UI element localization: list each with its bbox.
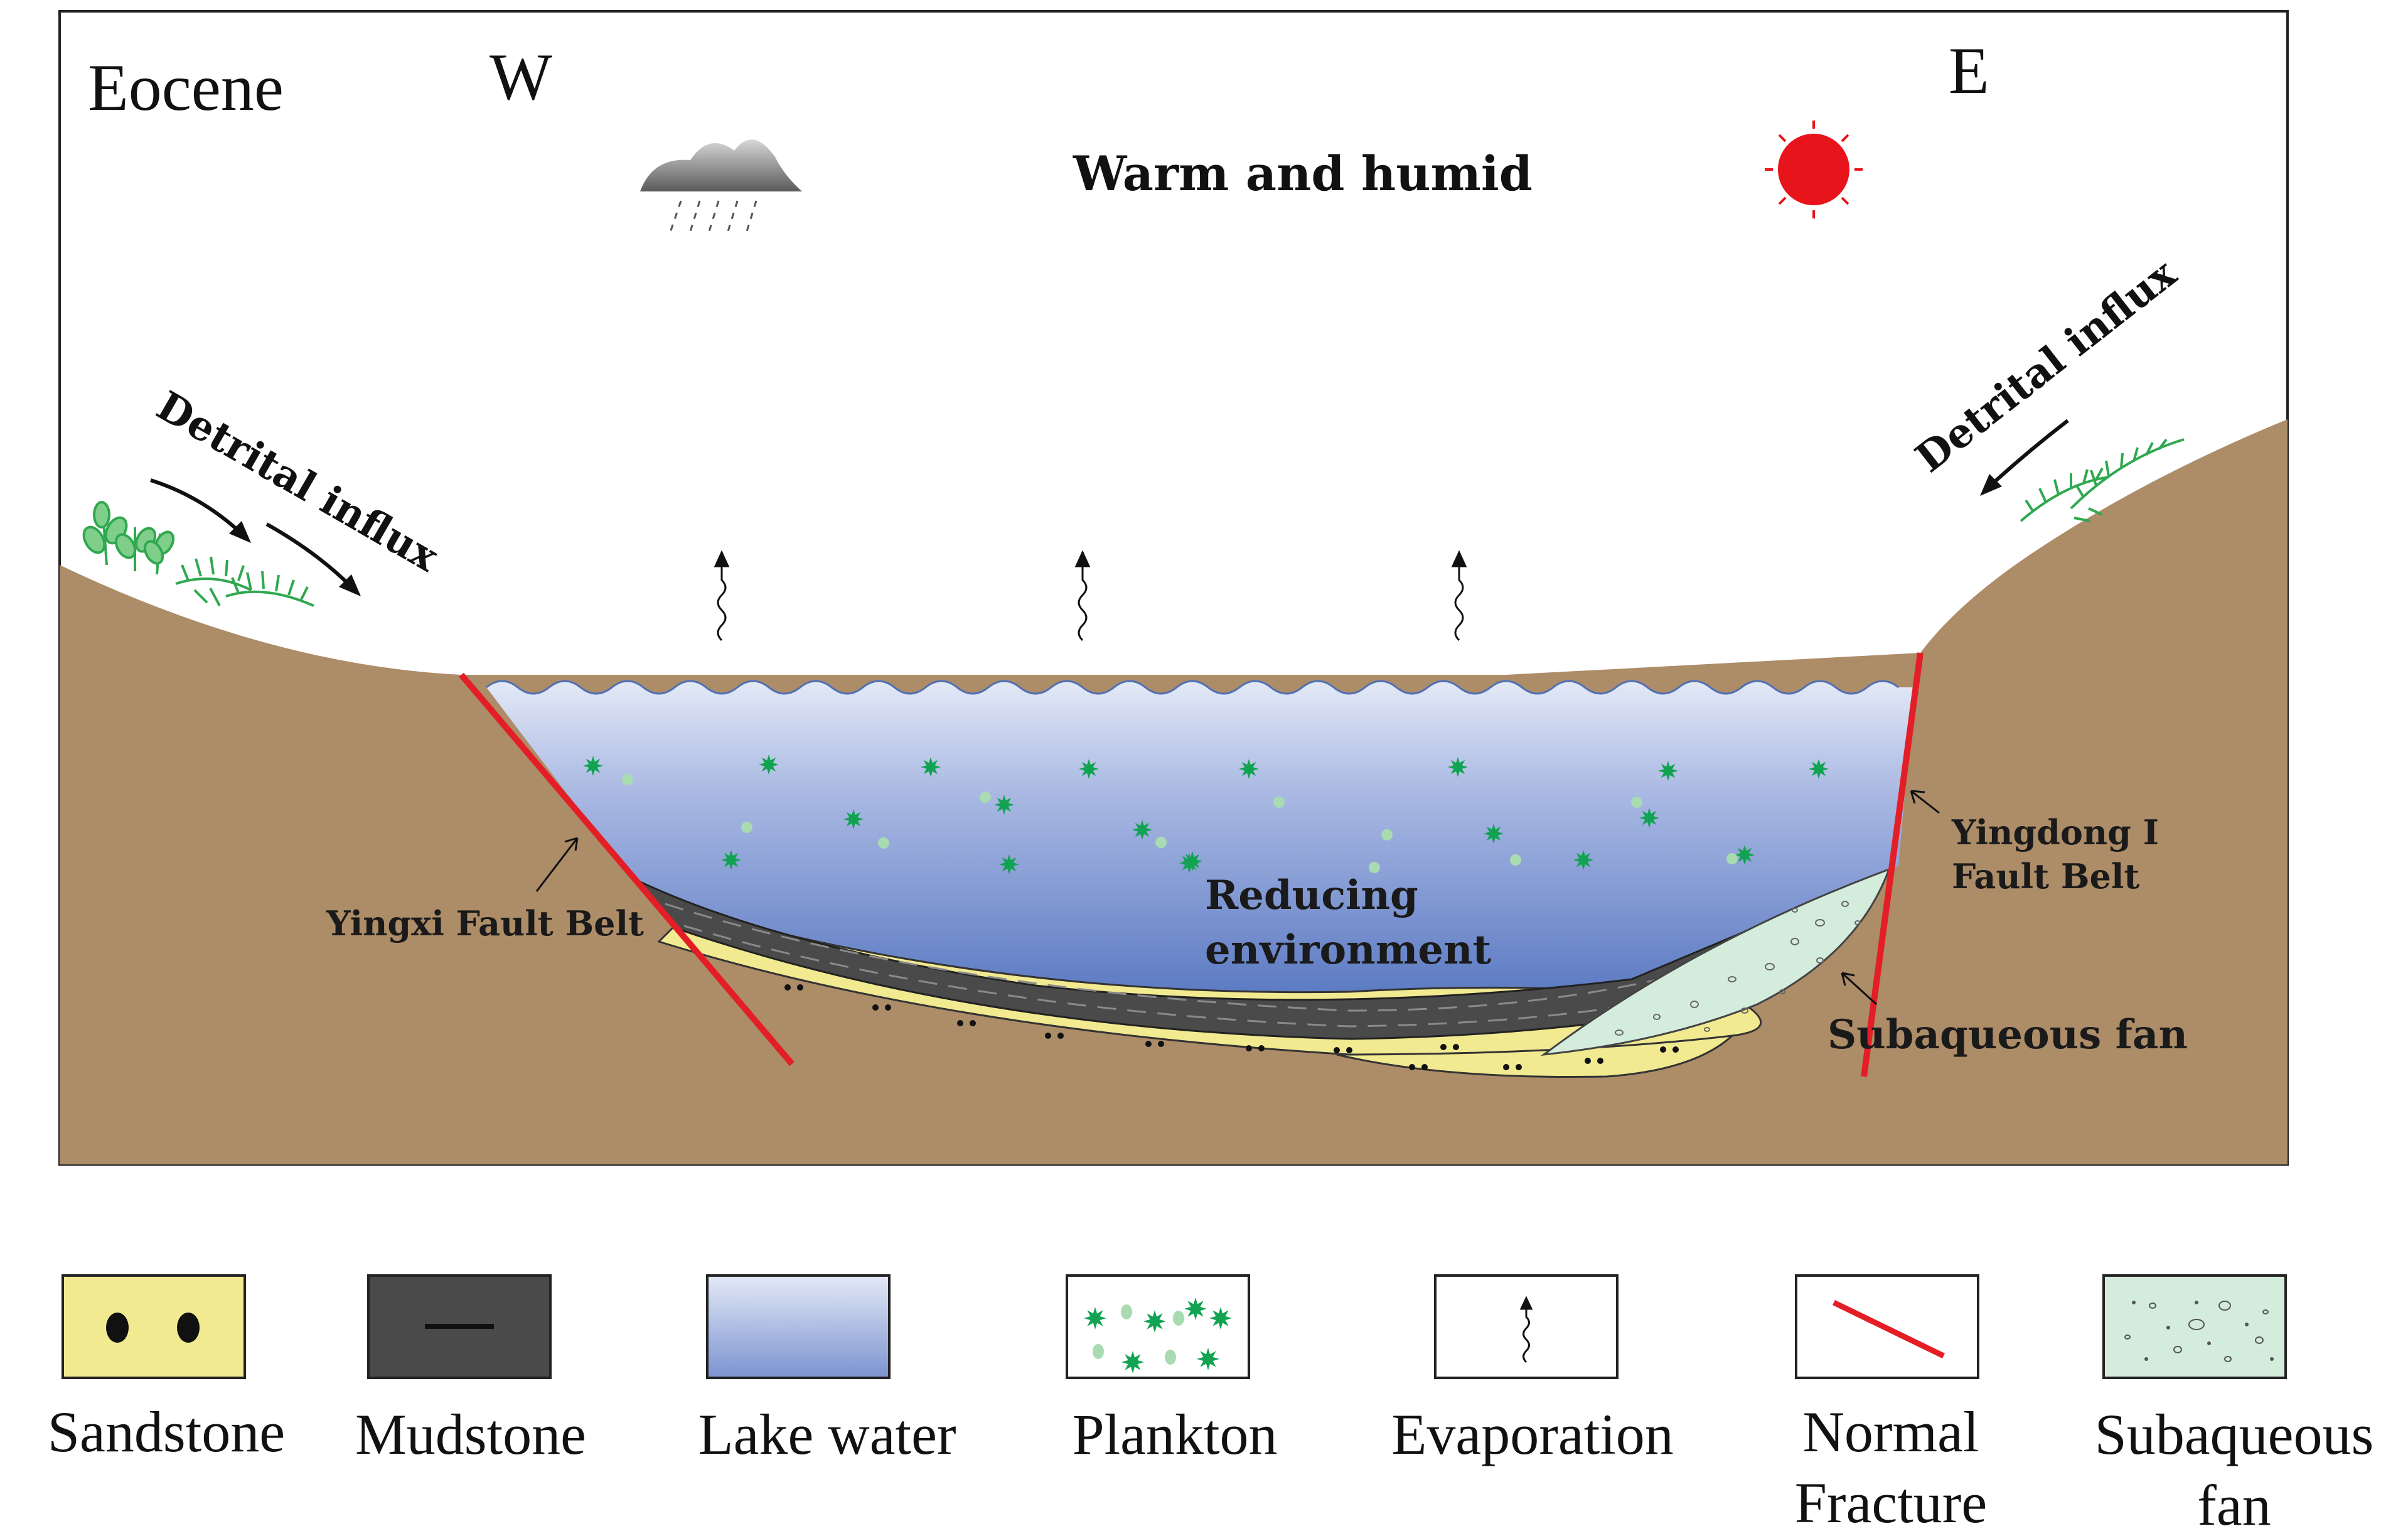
plankton-dot bbox=[1510, 854, 1521, 866]
legend-label-sandstone: Sandstone bbox=[48, 1400, 285, 1464]
legend-item-sandstone bbox=[62, 1274, 246, 1379]
subaqueous-fan-label: Subaqueous fan bbox=[1827, 1011, 2188, 1058]
plankton-dot bbox=[741, 822, 752, 833]
plankton-star bbox=[1484, 824, 1504, 844]
fan-gravel bbox=[1615, 901, 1861, 1036]
legend: Sandstone Mudstone Lake water Plankton Evapo… bbox=[48, 1274, 2373, 1531]
lake-water bbox=[486, 681, 1914, 1000]
plankton-dot bbox=[622, 774, 633, 785]
plankton-star bbox=[999, 854, 1019, 874]
legend-item-mudstone bbox=[367, 1274, 552, 1379]
legend-swatch-evaporation bbox=[1434, 1274, 1619, 1379]
legend-item-lake-water bbox=[706, 1274, 891, 1379]
legend-label-evaporation: Evaporation bbox=[1391, 1402, 1674, 1466]
evaporation-arrow-icon bbox=[1451, 550, 1467, 642]
yingxi-fault-belt-label: Yingxi Fault Belt bbox=[326, 903, 644, 943]
sandstone-lens bbox=[1336, 1034, 1735, 1078]
legend-swatch-subaqueous-fan bbox=[2102, 1274, 2287, 1379]
plankton-dot bbox=[1121, 1304, 1132, 1319]
fern-icon bbox=[175, 556, 314, 607]
plankton-star bbox=[921, 757, 941, 777]
sun-icon bbox=[1765, 121, 1863, 218]
sandstone-grains bbox=[784, 984, 1679, 1070]
plankton-star bbox=[1658, 761, 1678, 781]
legend-swatch-sandstone bbox=[62, 1274, 246, 1379]
legend-label-normal-fracture: Fracture bbox=[1795, 1471, 1988, 1531]
plankton-star bbox=[583, 756, 603, 776]
legend-label-subaqueous-fan: Subaqueous bbox=[2095, 1402, 2374, 1466]
annotation-pointers bbox=[535, 790, 1940, 1006]
legend-labels: Sandstone Mudstone Lake water Plankton Evapo… bbox=[48, 1400, 2373, 1531]
plankton-star bbox=[1084, 1307, 1106, 1330]
evaporation-arrow-icon bbox=[1074, 550, 1091, 642]
legend-label-lake-water: Lake water bbox=[698, 1402, 956, 1466]
plankton-star bbox=[1448, 757, 1468, 777]
legend-item-subaqueous-fan bbox=[2102, 1274, 2287, 1379]
plankton-dot bbox=[1173, 1311, 1184, 1326]
detrital-arrow-icon bbox=[1980, 419, 2069, 496]
legend-label-plankton: Plankton bbox=[1072, 1402, 1277, 1466]
west-label: W bbox=[490, 40, 552, 114]
plankton-dot bbox=[1369, 862, 1380, 873]
legend-label-normal-fracture: Normal bbox=[1802, 1400, 1979, 1464]
plankton-star bbox=[1735, 845, 1755, 865]
evaporation-arrow-icon bbox=[1519, 1296, 1533, 1363]
plankton-star bbox=[1809, 759, 1829, 779]
plankton-dot bbox=[1631, 797, 1642, 808]
plankton-star bbox=[1639, 808, 1659, 828]
plankton-star bbox=[721, 850, 741, 870]
fern-icon bbox=[2020, 438, 2185, 522]
plankton-dot bbox=[878, 837, 889, 849]
plankton-dot bbox=[1381, 829, 1393, 841]
climate-label: Warm and humid bbox=[1073, 146, 1533, 201]
east-label: E bbox=[1949, 34, 1989, 107]
plankton-dot bbox=[1273, 797, 1285, 808]
subaqueous-fan bbox=[1540, 868, 1891, 1056]
yingxi-fault-line bbox=[459, 672, 795, 1066]
legend-item-plankton bbox=[1066, 1274, 1250, 1379]
plankton-star bbox=[1143, 1310, 1166, 1333]
evaporation-arrows bbox=[714, 550, 1467, 642]
plankton-star bbox=[1197, 1348, 1219, 1370]
plankton-star bbox=[1079, 759, 1099, 779]
legend-item-evaporation bbox=[1434, 1274, 1619, 1379]
lake-surface-waves bbox=[486, 680, 1899, 695]
plant-icon bbox=[82, 501, 175, 575]
plankton-field bbox=[583, 755, 1829, 874]
legend-label-mudstone: Mudstone bbox=[355, 1402, 586, 1466]
plankton-star bbox=[1239, 759, 1259, 779]
legend-swatch-mudstone bbox=[367, 1274, 552, 1379]
yingdong-fault-line bbox=[1861, 652, 1924, 1077]
detrital-arrow-icon bbox=[150, 478, 361, 596]
plankton-star bbox=[1179, 853, 1199, 873]
evaporation-arrow-icon bbox=[714, 550, 730, 642]
yingdong-fault-belt-label-line2: Fault Belt bbox=[1952, 856, 2139, 896]
yingdong-fault-belt-label-line1: Yingdong I bbox=[1951, 812, 2159, 852]
plankton-star bbox=[759, 755, 779, 775]
plankton-dot bbox=[1155, 837, 1167, 848]
plankton-star bbox=[1573, 850, 1593, 870]
legend-swatch-lake-water bbox=[706, 1274, 891, 1379]
plankton-star bbox=[1132, 820, 1152, 840]
plankton-star bbox=[843, 809, 864, 829]
period-label: Eocene bbox=[88, 51, 284, 124]
plankton-dot bbox=[1726, 853, 1738, 864]
plankton-star bbox=[1209, 1307, 1232, 1330]
plankton-dot bbox=[1093, 1344, 1104, 1359]
plankton-star bbox=[1121, 1351, 1144, 1373]
legend-plankton-marks bbox=[1084, 1297, 1232, 1373]
reducing-environment-label-line1: Reducing bbox=[1205, 872, 1418, 919]
legend-label-subaqueous-fan: fan bbox=[2197, 1473, 2271, 1531]
plankton-star bbox=[994, 795, 1014, 815]
legend-item-normal-fracture bbox=[1795, 1274, 1979, 1379]
plankton-dot bbox=[1165, 1350, 1176, 1365]
plankton-dot bbox=[980, 792, 991, 803]
rain-cloud-icon bbox=[640, 139, 802, 236]
reducing-environment-label-line2: environment bbox=[1205, 927, 1492, 974]
plankton-star bbox=[1184, 1297, 1207, 1320]
